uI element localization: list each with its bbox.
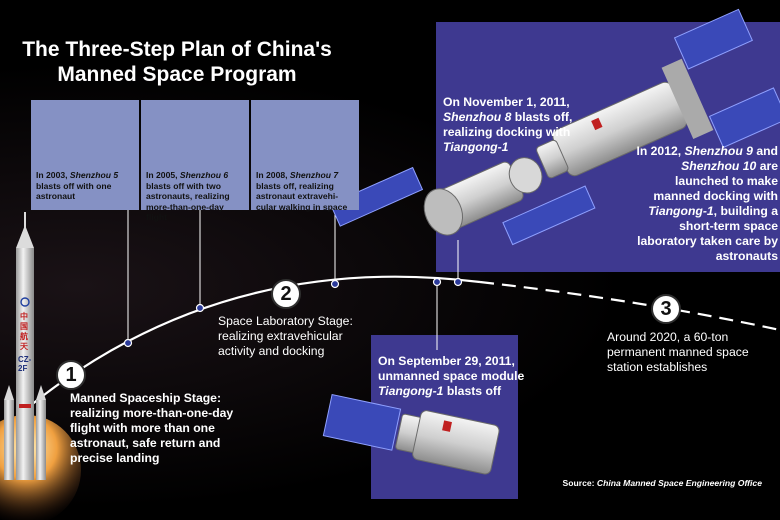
photo-caption-shenzhou7: In 2008, Shenzhou 7 blasts off, realizin…: [256, 170, 348, 212]
title-line-2: Manned Space Program: [57, 63, 297, 86]
stage-3-text: Around 2020, a 60-ton permanent manned s…: [607, 330, 749, 374]
stage-2-text: Space Laboratory Stage: realizing extrav…: [218, 314, 353, 358]
photo-card-shenzhou6: In 2005, Shenzhou 6 blasts off with two …: [141, 100, 249, 222]
connector-lines: [127, 210, 459, 350]
event-shenzhou9-10-text: In 2012, Shenzhou 9 and Shenzhou 10 are …: [636, 144, 778, 263]
title-line-1: The Three-Step Plan of China's: [22, 38, 332, 61]
source-credit: Source: China Manned Space Engineering O…: [562, 478, 762, 488]
timeline-dots: [123, 277, 463, 348]
event-shenzhou8-text: On November 1, 2011, Shenzhou 8 blasts o…: [443, 95, 573, 154]
page-title: The Three-Step Plan of China's Manned Sp…: [18, 37, 336, 87]
docking-illustration: [329, 8, 780, 246]
photo-caption-shenzhou5: In 2003, Shenzhou 5 blasts off with one …: [36, 170, 119, 201]
photo-card-shenzhou5: In 2003, Shenzhou 5 blasts off with one …: [31, 100, 139, 210]
event-tiangong-text: On September 29, 2011, unmanned space mo…: [378, 354, 525, 398]
stage-2-number: 2: [271, 279, 301, 309]
rocket-model-label: CZ-2F: [18, 355, 32, 373]
timeline-arc-dashed: [479, 280, 780, 332]
rocket-country-label: 中国航天: [20, 312, 28, 351]
stage-1-number: 1: [56, 360, 86, 390]
rocket-illustration: [0, 212, 81, 520]
photo-caption-shenzhou6: In 2005, Shenzhou 6 blasts off with two …: [146, 170, 230, 222]
photo-card-shenzhou7: In 2008, Shenzhou 7 blasts off, realizin…: [251, 100, 359, 212]
stage-1-text: Manned Spaceship Stage: realizing more-t…: [70, 391, 234, 465]
tiangong-illustration: [322, 393, 500, 475]
stage-3-number: 3: [651, 294, 681, 324]
